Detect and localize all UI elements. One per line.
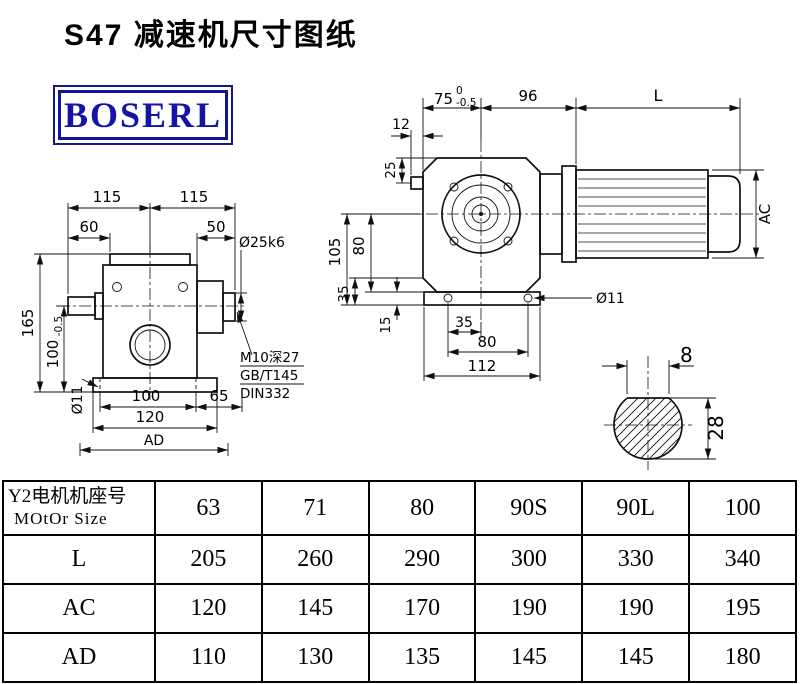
table-cell: 300 (474, 534, 584, 585)
dim-label-112: 112 (468, 357, 497, 375)
dim-label-80-bottom: 80 (477, 333, 496, 351)
header-motor-frame-cn: Y2电机机座号 (8, 486, 127, 508)
dim-label-25: 25 (383, 161, 399, 178)
bolt-hole (112, 282, 122, 292)
dim-label-foot-hole: Ø11 (70, 386, 86, 415)
page-title: S47 减速机尺寸图纸 (64, 19, 358, 52)
motor-fins (578, 178, 706, 252)
table-cell: 180 (688, 632, 797, 683)
table-cell: 340 (688, 534, 797, 585)
technical-drawing: 115 115 60 50 Ø25k6 165 100 -0.5 Ø11 100… (19, 85, 774, 470)
dim-label-15: 15 (378, 316, 394, 333)
table-cell: 205 (154, 534, 263, 585)
dim-label-50: 50 (206, 218, 225, 236)
table-cell: 260 (260, 534, 370, 585)
dim-label-96: 96 (518, 87, 537, 105)
note-din: DIN332 (240, 386, 290, 402)
dim-label-AD: AD (144, 433, 164, 449)
left-view: 115 115 60 50 Ø25k6 165 100 -0.5 Ø11 100… (19, 188, 304, 456)
table-cell: 130 (260, 632, 370, 683)
dim-label-75: 75 (434, 90, 453, 108)
note-tapped-hole: M10深27 (240, 350, 300, 366)
dim-label-100-height: 100 (44, 340, 62, 369)
flange-bolt-hole (449, 236, 459, 246)
table-cell: 170 (367, 583, 477, 634)
dim-label-shaft-dia: Ø25k6 (239, 235, 285, 251)
shaft-cross-section (613, 398, 683, 460)
dim-label-100-tol: -0.5 (53, 316, 65, 337)
brand-logo: BOSERL (53, 85, 233, 145)
flange-bolt-hole (503, 182, 513, 192)
bolt-hole (178, 282, 188, 292)
output-flange-circle (441, 174, 521, 254)
dim-label-120: 120 (136, 408, 165, 426)
header-motor-size-en: MOtOr Size (14, 509, 108, 529)
dim-label-AC: AC (756, 204, 774, 224)
table-cell: 290 (367, 534, 477, 585)
flange-bolt-hole (449, 182, 459, 192)
table-cell: 145 (474, 632, 584, 683)
table-row-label: L (2, 534, 156, 585)
dim-label-key-width: 8 (680, 343, 693, 367)
foot-hole (443, 293, 453, 303)
fan-cowl (707, 175, 741, 253)
bore-circle (129, 324, 171, 366)
table-cell: 195 (688, 583, 797, 634)
dim-label-35-bottom: 35 (455, 315, 473, 331)
dim-label-foot-hole-dia: Ø11 (596, 291, 625, 307)
dim-label-75-tol-lower: -0.5 (456, 97, 477, 109)
table-cell: 120 (154, 583, 263, 634)
shaft-section-detail: 8 28 (602, 343, 728, 470)
dim-label-60: 60 (79, 218, 98, 236)
table-row-label: AC (2, 583, 156, 634)
dim-label-105: 105 (326, 238, 344, 267)
dim-label-165: 165 (19, 309, 37, 338)
output-hub (196, 280, 224, 334)
dim-label-35-side: 35 (336, 285, 352, 302)
shaft-collar (94, 292, 104, 320)
table-cell-size: 80 (367, 480, 477, 536)
table-row-AD: AD 110 130 135 145 145 180 (2, 632, 797, 683)
dim-label-L: L (654, 86, 663, 105)
table-cell-size: 90L (581, 480, 691, 536)
table-cell: 145 (260, 583, 370, 634)
input-boss (410, 176, 424, 190)
dim-label-100-bottom: 100 (132, 387, 161, 405)
table-cell-size: 63 (154, 480, 263, 536)
table-cell: 135 (367, 632, 477, 683)
table-row-AC: AC 120 145 170 190 190 195 (2, 583, 797, 634)
table-cell: 190 (474, 583, 584, 634)
table-header-row: Y2电机机座号 MOtOr Size 63 71 80 90S 90L 100 (2, 480, 797, 536)
dim-label-12: 12 (392, 117, 410, 133)
table-cell-size: 71 (260, 480, 370, 536)
dim-label-shaft-dia: 28 (704, 415, 728, 440)
mounting-feet (423, 291, 541, 306)
note-standard: GB/T145 (240, 368, 298, 384)
right-view: 75 0 -0.5 96 L 12 25 105 80 35 15 35 80 … (326, 85, 774, 381)
motor-size-table: Y2电机机座号 MOtOr Size 63 71 80 90S 90L 100 … (2, 480, 797, 683)
dim-label-65: 65 (209, 387, 228, 405)
table-cell: 330 (581, 534, 691, 585)
gearbox-housing-front (422, 157, 541, 293)
dim-label-115-right: 115 (180, 188, 209, 206)
table-row-L: L 205 260 290 300 330 340 (2, 534, 797, 585)
table-header-cell: Y2电机机座号 MOtOr Size (2, 480, 156, 536)
table-cell: 190 (581, 583, 691, 634)
foot-hole (523, 293, 533, 303)
dim-label-75-tol-upper: 0 (456, 85, 463, 97)
table-cell: 110 (154, 632, 263, 683)
dim-label-115-left: 115 (93, 188, 122, 206)
flange-bolt-hole (503, 236, 513, 246)
table-cell: 145 (581, 632, 691, 683)
table-cell-size: 100 (688, 480, 797, 536)
output-shaft-stub (222, 292, 236, 322)
table-row-label: AD (2, 632, 156, 683)
dim-label-80-side: 80 (350, 236, 368, 255)
table-cell-size: 90S (474, 480, 584, 536)
